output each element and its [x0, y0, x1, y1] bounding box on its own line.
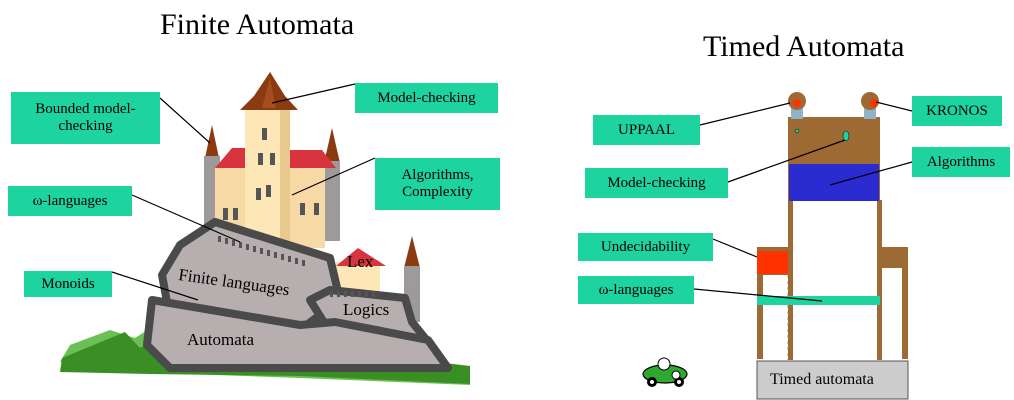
timed-tower-illustration	[642, 92, 913, 400]
tower-right-roof	[324, 128, 340, 163]
tower-inside	[793, 200, 877, 360]
tower-right	[324, 161, 340, 241]
undecidability-block	[757, 251, 788, 274]
base-box	[756, 360, 909, 400]
label-undecidability: Undecidability	[578, 233, 713, 261]
label-omega-languages-timed: ω-languages	[578, 276, 694, 304]
tower-left-roof	[205, 125, 219, 158]
lower-wall	[143, 296, 452, 372]
label-algorithms-complexity: Algorithms, Complexity	[375, 158, 500, 210]
tower-leader-lines	[693, 101, 913, 302]
turret-left-light	[793, 99, 801, 107]
keep-shade	[280, 108, 290, 283]
tower-right-wall	[877, 200, 882, 360]
red-roof-right	[290, 150, 336, 168]
castle-text-logics: Logics	[343, 300, 390, 319]
castle-text-automata: Automata	[187, 330, 255, 349]
castle-illustration	[60, 72, 470, 385]
lex-roof	[336, 248, 386, 266]
window-small	[794, 128, 800, 134]
car-icon	[642, 357, 688, 387]
label-model-checking-finite: Model-checking	[355, 83, 498, 113]
tower-left-wall	[788, 200, 793, 360]
label-model-checking-timed: Model-checking	[585, 168, 728, 198]
algorithms-block	[789, 164, 879, 201]
keep-roof-highlight	[262, 78, 276, 108]
label-kronos: KRONOS	[912, 96, 1002, 126]
castle-text-lex: Lex	[347, 252, 374, 271]
label-monoids: Monoids	[24, 271, 112, 297]
castle-leader-lines	[111, 83, 376, 301]
label-uppaal: UPPAAL	[593, 115, 700, 145]
label-bounded-model-checking: Bounded model-checking	[11, 92, 160, 144]
label-timed-automata-base: Timed automata	[770, 371, 874, 388]
far-tower-roof	[404, 236, 420, 268]
right-pillar-gap	[880, 268, 902, 360]
red-roof-left	[215, 148, 250, 168]
label-omega-languages-finite: ω-languages	[8, 186, 132, 216]
title-finite-automata: Finite Automata	[160, 8, 355, 41]
battlements	[218, 236, 375, 297]
title-timed-automata: Timed Automata	[703, 30, 905, 63]
turret-right-light	[870, 99, 878, 107]
castle-windows	[223, 128, 319, 220]
keep-right	[290, 168, 325, 248]
window-oval	[842, 130, 850, 142]
left-pillar-gap	[763, 275, 789, 360]
label-algorithms-timed: Algorithms	[912, 147, 1010, 177]
